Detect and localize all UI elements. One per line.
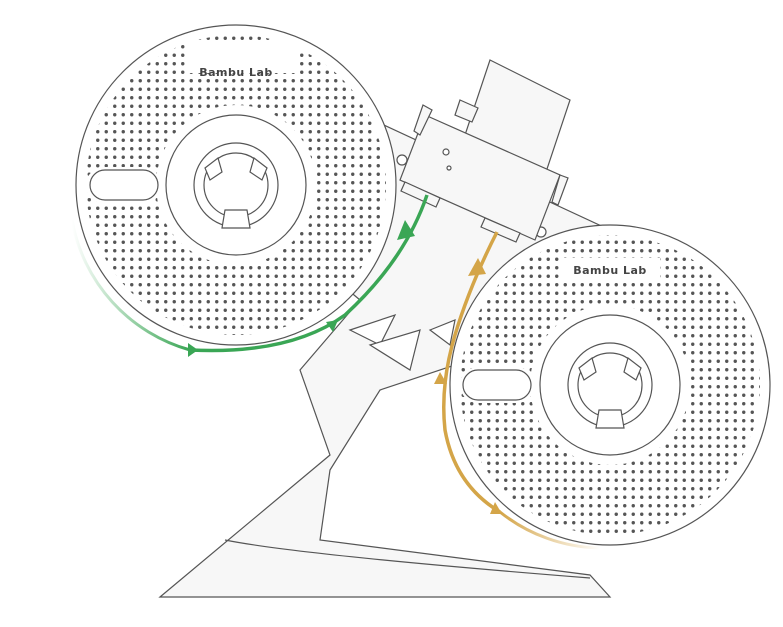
arrow-up-icon <box>434 372 447 384</box>
arrow-up-icon <box>397 220 415 240</box>
arrow-up-icon <box>490 502 502 514</box>
arrow-icon <box>188 343 198 357</box>
right-spool-brand: Bambu Lab <box>573 264 647 277</box>
right-filament-path <box>434 231 601 550</box>
arrow-up-icon <box>468 258 486 276</box>
left-spool: Bambu Lab <box>75 20 400 350</box>
left-spool-brand: Bambu Lab <box>199 66 273 79</box>
right-spool: Bambu Lab <box>449 220 771 550</box>
left-filament-path <box>70 194 429 357</box>
arrow-icon <box>326 320 338 332</box>
